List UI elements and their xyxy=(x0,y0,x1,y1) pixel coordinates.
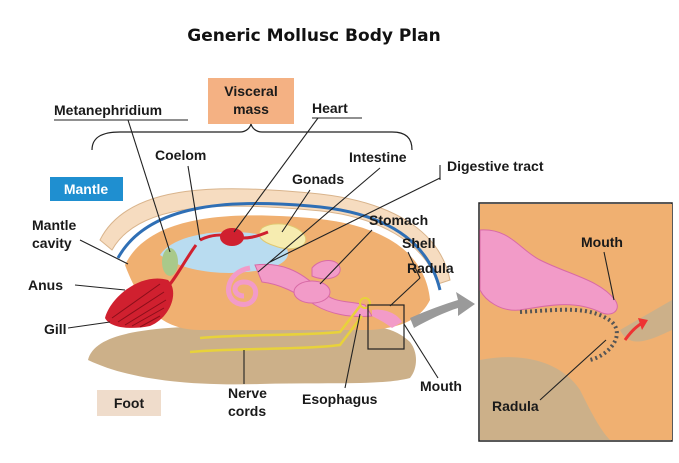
label-mantle-cavity-line2: cavity xyxy=(32,235,72,251)
visceral-mass-bracket xyxy=(91,123,413,151)
diagram-title: Generic Mollusc Body Plan xyxy=(187,26,440,46)
label-gill: Gill xyxy=(44,321,67,337)
coelom xyxy=(160,231,289,273)
nerve-ganglion xyxy=(359,297,371,309)
nerve-cords-2 xyxy=(199,305,361,340)
heart-vessel xyxy=(199,230,269,242)
mouth-region xyxy=(372,309,402,328)
label-inset-radula: Radula xyxy=(492,398,539,414)
foot-box xyxy=(97,390,161,416)
radula-highlight-box xyxy=(367,304,405,350)
label-shell: Shell xyxy=(402,235,435,251)
digestive-gland xyxy=(311,260,341,280)
foot xyxy=(88,326,416,385)
stomach xyxy=(293,280,331,304)
gill-ribs xyxy=(111,283,167,328)
label-gonads: Gonads xyxy=(292,171,344,187)
nerve-cords xyxy=(189,315,363,354)
label-inset-mouth: Mouth xyxy=(581,234,623,250)
label-mantle: Mantle xyxy=(64,181,109,197)
intestine-loop xyxy=(226,265,258,307)
metanephridium xyxy=(162,248,178,276)
zoom-arrow xyxy=(410,292,475,328)
label-visceral-mass-line2: mass xyxy=(233,101,269,117)
label-anus: Anus xyxy=(28,277,63,293)
label-mantle-cavity-line1: Mantle xyxy=(32,217,77,233)
label-heart: Heart xyxy=(312,100,348,116)
visceral-mass-box xyxy=(208,78,294,124)
label-nerve-cords-line1: Nerve xyxy=(228,385,267,401)
mantle-line xyxy=(116,201,442,291)
label-visceral-mass-line1: Visceral xyxy=(224,83,277,99)
label-radula: Radula xyxy=(407,260,454,276)
label-metanephridium: Metanephridium xyxy=(54,102,162,118)
mantle-box xyxy=(50,177,123,201)
inset-panel xyxy=(478,202,673,442)
gonads xyxy=(258,223,307,250)
label-coelom: Coelom xyxy=(155,147,206,163)
gill xyxy=(105,278,174,328)
label-intestine: Intestine xyxy=(349,149,407,165)
label-digestive-tract: Digestive tract xyxy=(447,158,544,174)
label-esophagus: Esophagus xyxy=(302,391,378,407)
label-foot: Foot xyxy=(114,395,145,411)
label-nerve-cords-line2: cords xyxy=(228,403,266,419)
leader-lines xyxy=(54,117,615,401)
label-mouth: Mouth xyxy=(420,378,462,394)
label-stomach: Stomach xyxy=(369,212,428,228)
